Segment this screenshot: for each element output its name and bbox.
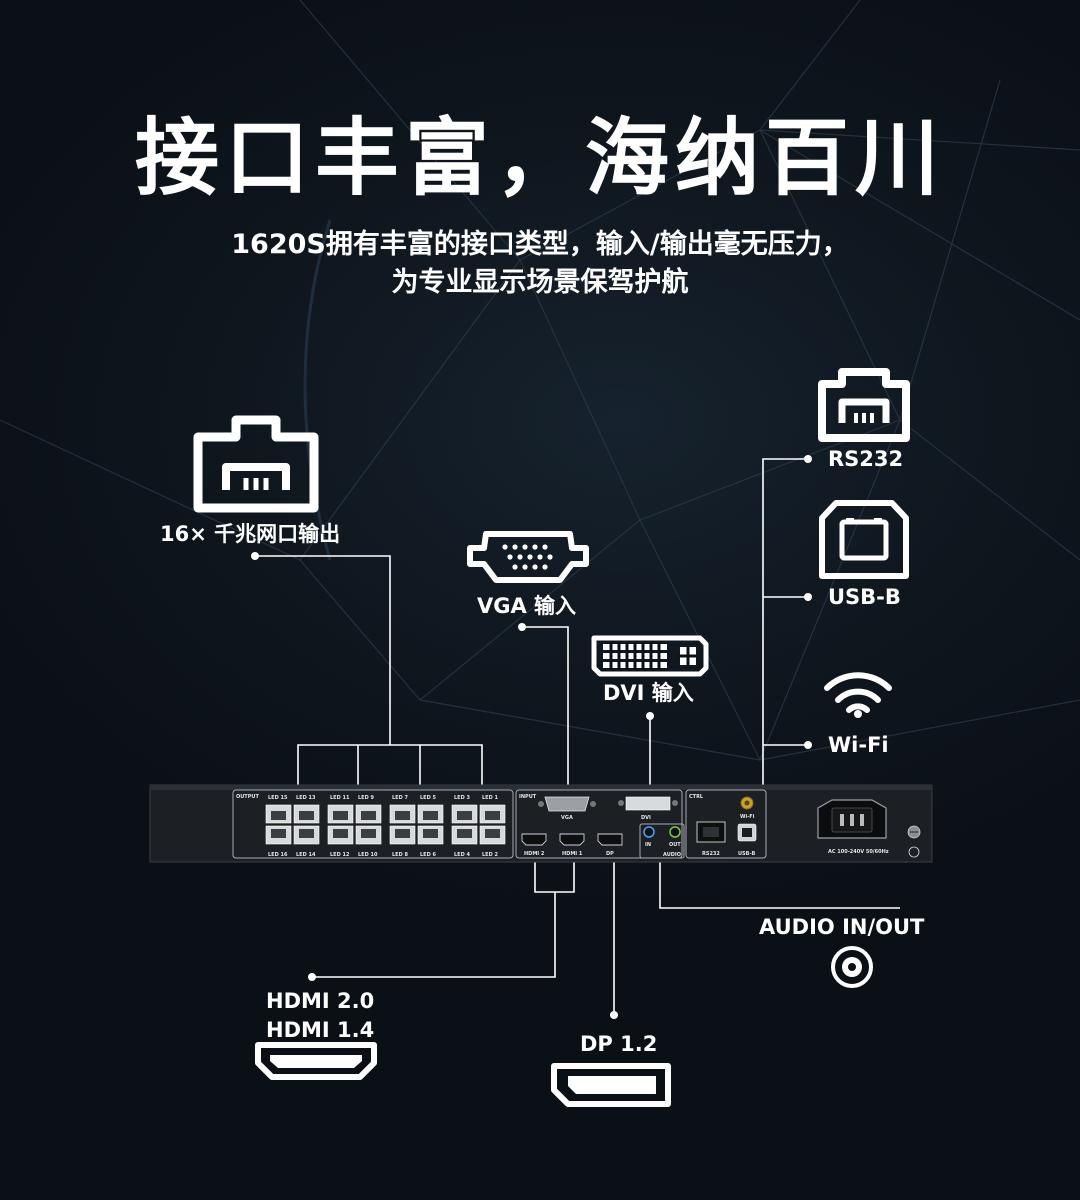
led-port-label-bottom: LED 2 (482, 852, 498, 858)
vga-callout-line (522, 626, 569, 795)
led-rj45-socket (361, 829, 376, 838)
panel-wifi-label: Wi-Fi (740, 814, 755, 820)
led-rj45-socket (395, 811, 410, 820)
led-rj45-socket (485, 829, 500, 838)
usb-b-port-icon (819, 500, 909, 579)
panel-audio-in-label: IN (645, 842, 651, 848)
panel-hdmi1-label: HDMI 1 (562, 851, 583, 857)
led-rj45-socket (457, 829, 472, 838)
panel-input-label: INPUT (519, 794, 537, 800)
hdmi-20-label: HDMI 2.0 (266, 989, 375, 1013)
displayport-icon (551, 1063, 671, 1107)
led-rj45-socket (457, 811, 472, 820)
led-output-label: 16× 千兆网口输出 (160, 522, 341, 546)
panel-output-label: OUTPUT (236, 794, 259, 800)
led-port-label-top: LED 3 (454, 795, 470, 801)
rs232-label: RS232 (828, 447, 904, 471)
panel-dvi-label: DVI (641, 815, 651, 821)
led-rj45-socket (299, 811, 314, 820)
vga-input-label: VGA 输入 (477, 594, 577, 618)
led-rj45-socket (423, 829, 438, 838)
led-port-label-bottom: LED 12 (330, 852, 350, 858)
led-port-label-top: LED 13 (296, 795, 316, 801)
panel-audio-jacks (643, 826, 681, 838)
panel-wifi-antenna (740, 796, 754, 810)
panel-power-label: AC 100-240V 50/60Hz (828, 849, 889, 855)
led-rj45-socket (485, 811, 500, 820)
led-port-label-top: LED 11 (330, 795, 350, 801)
panel-usb-b-port (737, 823, 757, 842)
panel-hdmi-ports (521, 833, 623, 846)
led-callout-line (255, 555, 391, 745)
led-port-label-top: LED 9 (358, 795, 374, 801)
ethernet-port-icon (193, 415, 319, 513)
led-rj45-socket (361, 811, 376, 820)
led-rj45-socket (423, 811, 438, 820)
panel-rs232-label: RS232 (702, 851, 720, 857)
panel-audio-out-label: OUT (669, 842, 681, 848)
led-port-label-bottom: LED 10 (358, 852, 378, 858)
usb-b-label: USB-B (828, 585, 901, 609)
led-port-label-top: LED 15 (268, 795, 288, 801)
ctrl-callout-line (762, 458, 808, 797)
led-rj45-socket (299, 829, 314, 838)
led-port-label-top: LED 5 (420, 795, 436, 801)
panel-rs232-port (696, 821, 726, 843)
led-rj45-socket (395, 829, 410, 838)
panel-hdmi2-label: HDMI 2 (524, 851, 545, 857)
audio-label: AUDIO IN/OUT (759, 915, 925, 939)
panel-dvi-port (618, 796, 678, 811)
led-rj45-socket (271, 829, 286, 838)
dvi-input-label: DVI 输入 (603, 681, 694, 705)
wifi-icon (824, 672, 892, 718)
ground-screw-icon (907, 825, 921, 858)
led-port-label-bottom: LED 4 (454, 852, 470, 858)
panel-audio-label: AUDIO (663, 852, 681, 858)
vga-port-icon (467, 531, 589, 583)
led-port-label-bottom: LED 16 (268, 852, 288, 858)
led-bottom-labels: LED 16 LED 14 LED 12 LED 10 LED 8 LED 6 LED 4 L… (268, 852, 498, 858)
page-subtitle: 1620S拥有丰富的接口类型，输入/输出毫无压力， 为专业显示场景保驾护航 (0, 226, 1080, 302)
panel-dp-label: DP (606, 851, 614, 857)
led-port-label-bottom: LED 14 (296, 852, 316, 858)
dvi-port-icon (591, 635, 709, 677)
rs232-port-icon (818, 368, 910, 442)
led-port-label-top: LED 1 (482, 795, 498, 801)
subtitle-line-1: 1620S拥有丰富的接口类型，输入/输出毫无压力， (231, 229, 849, 260)
dp-label: DP 1.2 (580, 1032, 658, 1056)
audio-jack-icon (831, 946, 873, 988)
subtitle-line-2: 为专业显示场景保驾护航 (391, 267, 689, 298)
panel-ctrl-label: CTRL (689, 794, 704, 800)
led-port-array (265, 804, 506, 845)
panel-vga-label: VGA (561, 815, 573, 821)
hdmi-port-icon (255, 1042, 377, 1080)
panel-usb-b-label: USB-B (738, 851, 756, 857)
hdmi-14-label: HDMI 1.4 (266, 1018, 375, 1042)
led-rj45-socket (271, 811, 286, 820)
wifi-label: Wi-Fi (828, 733, 889, 757)
page-title: 接口丰富，海纳百川 (134, 109, 945, 207)
led-port-label-bottom: LED 6 (420, 852, 436, 858)
led-top-labels: LED 15 LED 13 LED 11 LED 9 LED 7 LED 5 LED 3 LE… (268, 795, 498, 801)
panel-vga-port (538, 796, 596, 812)
led-rj45-socket (333, 829, 348, 838)
panel-power-socket (817, 799, 887, 839)
led-rj45-socket (333, 811, 348, 820)
led-port-label-bottom: LED 8 (392, 852, 408, 858)
led-port-label-top: LED 7 (392, 795, 408, 801)
audio-callout-line (659, 852, 900, 909)
led-bracket-line (297, 744, 483, 798)
